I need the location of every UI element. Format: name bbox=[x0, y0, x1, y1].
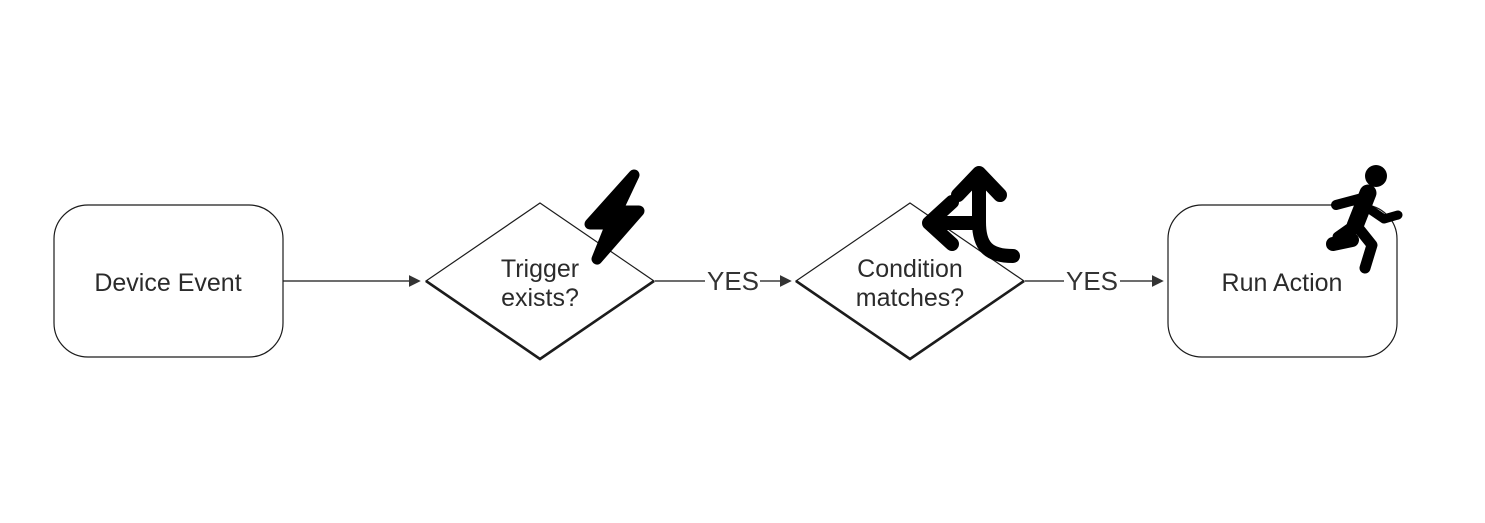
edge-label-yes: YES bbox=[707, 266, 759, 296]
node-run-action: Run Action bbox=[1167, 165, 1403, 358]
rounded-rect-shape bbox=[53, 204, 284, 358]
node-decision-trigger-exists: Trigger exists? bbox=[424, 169, 656, 361]
node-label-line1: Condition bbox=[857, 255, 963, 283]
node-decision-condition-matches: Condition matches? bbox=[794, 166, 1026, 361]
edge-label-yes: YES bbox=[1066, 266, 1118, 296]
running-person-icon bbox=[1326, 165, 1403, 274]
split-arrows-icon bbox=[922, 166, 1020, 263]
edge-trigger-to-condition: YES bbox=[655, 266, 792, 296]
node-device-event: Device Event bbox=[53, 204, 284, 358]
lightning-bolt-icon bbox=[584, 169, 645, 265]
node-label-line2: exists? bbox=[501, 284, 579, 312]
node-label: Device Event bbox=[94, 269, 241, 297]
diamond-bottom-edge bbox=[795, 279, 1025, 361]
node-label-line2: matches? bbox=[856, 284, 964, 312]
diamond-bottom-edge bbox=[425, 279, 655, 361]
node-label: Run Action bbox=[1222, 269, 1343, 297]
edge-condition-to-action: YES bbox=[1025, 266, 1164, 296]
node-label-line1: Trigger bbox=[501, 255, 579, 283]
